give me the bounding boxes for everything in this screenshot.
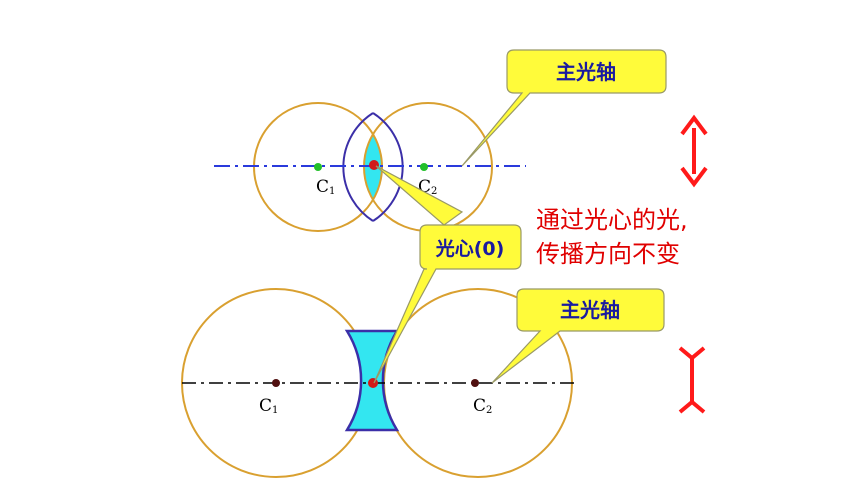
concave-c2-dot: [471, 379, 479, 387]
concave-axis-callout-text: 主光轴: [560, 298, 620, 322]
convex-axis-callout: 主光轴: [461, 49, 667, 167]
concave-axis-callout: 主光轴: [491, 288, 665, 384]
convex-c2-dot: [420, 163, 428, 171]
concave-c2-label: C2: [473, 396, 492, 416]
convex-optical-center-dot: [369, 160, 379, 170]
double-arrow-icon: [680, 114, 708, 188]
convex-lens-group: C1 C2: [214, 102, 526, 232]
note-line-2: 传播方向不变: [536, 240, 680, 268]
note-line-1: 通过光心的光,: [536, 206, 688, 234]
concave-c1-dot: [272, 379, 280, 387]
concave-lens-symbol-icon: [678, 346, 706, 414]
optical-center-callout: 光心(0): [373, 165, 522, 384]
optical-center-callout-text: 光心(0): [435, 237, 505, 260]
convex-axis-callout-text: 主光轴: [556, 60, 616, 84]
concave-c1-label: C1: [259, 396, 278, 416]
convex-c1-dot: [314, 163, 322, 171]
convex-c1-label: C1: [316, 177, 335, 197]
concave-lens-group: C1 C2: [181, 288, 578, 478]
